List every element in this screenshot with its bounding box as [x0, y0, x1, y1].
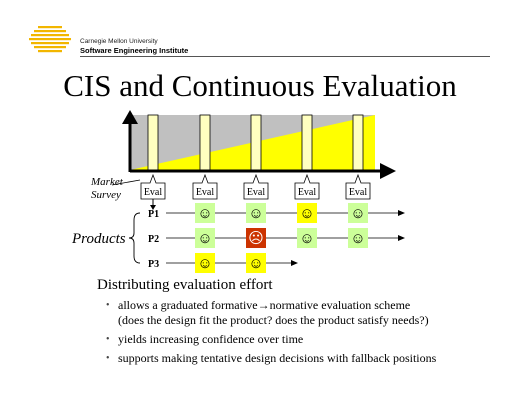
- eval-callout-1: [140, 173, 166, 200]
- bullet-item: • supports making tentative design decisi…: [106, 351, 437, 366]
- p2-eval3-frown-icon: ☹: [248, 230, 264, 247]
- header-divider: [80, 56, 490, 57]
- market-leader-line: [111, 179, 141, 186]
- p2-eval5-box: [348, 228, 368, 248]
- p1-eval2-box: [195, 203, 215, 223]
- bullet-item: • allows a graduated formative→normative …: [106, 298, 436, 328]
- eval-column-5: [352, 114, 364, 171]
- p2-eval4-smile-icon: ☺: [299, 231, 314, 247]
- y-axis-arrowhead: [122, 110, 138, 124]
- eval-label-4: Eval: [298, 187, 317, 198]
- p2-eval2-box: [195, 228, 215, 248]
- bullet-dot-icon: •: [106, 334, 110, 345]
- p1-eval3-box: [246, 203, 266, 223]
- survey-label: Survey: [91, 189, 121, 201]
- p1-eval2-smile-icon: ☺: [197, 206, 212, 222]
- market-label: Market: [90, 176, 124, 188]
- eval-column-1: [147, 114, 159, 171]
- eval-callouts: [140, 173, 371, 200]
- p2-eval5-smile-icon: ☺: [350, 231, 365, 247]
- bullet-text: supports making tentative design decisio…: [118, 351, 437, 365]
- eval-callout-4: [294, 173, 320, 200]
- eval-to-p1-arrowhead: [150, 205, 156, 210]
- bullet-text: allows a graduated formative→normative e…: [118, 298, 411, 312]
- p1-eval4-smile-icon: ☺: [299, 206, 314, 222]
- eval-label-2: Eval: [196, 187, 215, 198]
- p1-eval5-smile-icon: ☺: [350, 206, 365, 222]
- eval-column-2: [199, 114, 211, 171]
- p3-eval3-box: [246, 253, 266, 273]
- bullet-text: yields increasing confidence over time: [118, 332, 304, 346]
- bullet-continuation-text: (does the design fit the product? does t…: [118, 313, 429, 327]
- p1-eval3-smile-icon: ☺: [248, 206, 263, 222]
- p2-eval3-box: [246, 228, 266, 248]
- p3-eval3-neutral-icon: ☺: [248, 256, 263, 272]
- sei-globe-logo: [29, 26, 71, 53]
- eval-column-3: [250, 114, 262, 171]
- eval-label-3: Eval: [247, 187, 266, 198]
- p3-eval2-neutral-icon: ☺: [197, 256, 212, 272]
- eval-callout-2: [192, 173, 218, 200]
- p1-eval5-box: [348, 203, 368, 223]
- eval-column-4: [301, 114, 313, 171]
- eval-callout-3: [243, 173, 269, 200]
- bullet-list: • allows a graduated formative→normative …: [106, 298, 437, 370]
- products-label: Products: [71, 231, 126, 247]
- p2-eval4-box: [297, 228, 317, 248]
- p3-eval2-box: [195, 253, 215, 273]
- p1-arrowhead: [398, 210, 405, 216]
- eval-callout-5: [345, 173, 371, 200]
- product-label-p2: P2: [148, 234, 159, 245]
- p1-eval4-box: [297, 203, 317, 223]
- product-label-p3: P3: [148, 259, 159, 270]
- org-name-institute: Software Engineering Institute: [80, 46, 189, 55]
- org-name-university: Carnegie Mellon University: [80, 38, 158, 45]
- p2-eval2-smile-icon: ☺: [197, 231, 212, 247]
- product-label-p1: P1: [148, 209, 159, 220]
- products-brace: [128, 212, 141, 264]
- bullet-item: • yields increasing confidence over time: [106, 332, 436, 347]
- x-axis-arrowhead: [380, 163, 396, 179]
- slide-title: CIS and Continuous Evaluation: [63, 68, 457, 103]
- p2-arrowhead: [398, 235, 405, 241]
- p3-arrowhead: [291, 260, 298, 266]
- eval-label-5: Eval: [349, 187, 368, 198]
- section-subtitle: Distributing evaluation effort: [97, 277, 273, 293]
- bullet-dot-icon: •: [106, 353, 110, 364]
- eval-label-1: Eval: [144, 187, 163, 198]
- bullet-dot-icon: •: [106, 300, 110, 311]
